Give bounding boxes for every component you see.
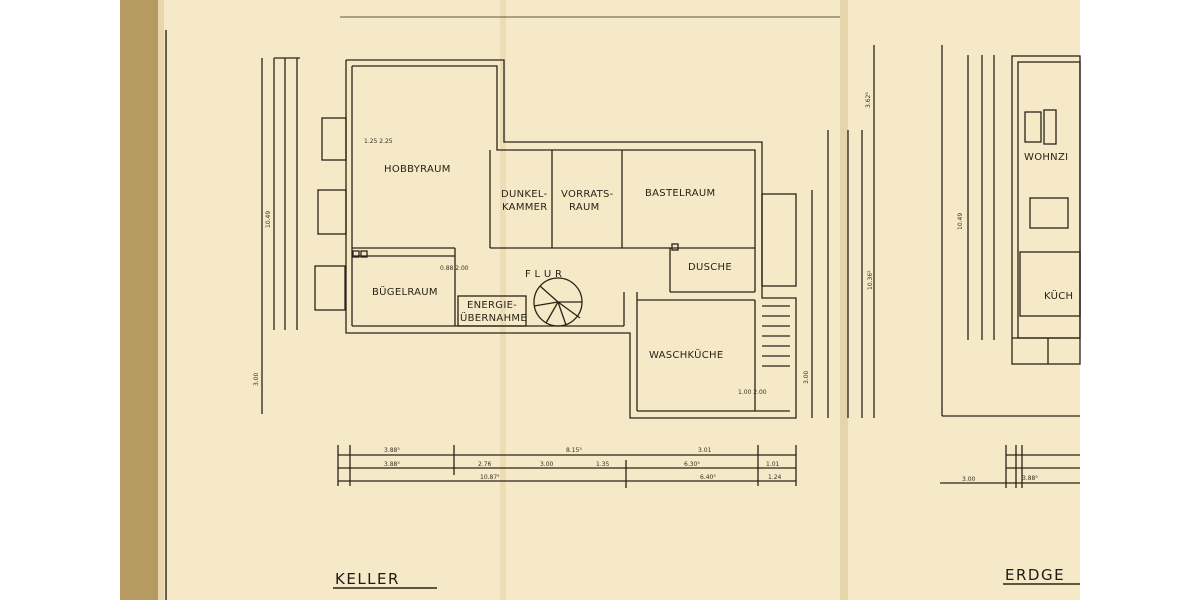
- dimension-text: 10.87⁵: [480, 474, 500, 481]
- dimension-text: 10.49: [265, 211, 272, 228]
- dimension-text: 3.00: [540, 461, 554, 468]
- dimension-text: 6.30⁵: [684, 461, 700, 468]
- fold-line: [500, 0, 506, 600]
- dimension-text: 1.35: [596, 461, 610, 468]
- dimension-text: 3.62⁵: [865, 92, 872, 108]
- dimension-text: 3.88⁵: [1022, 475, 1038, 482]
- room-label-dusche: DUSCHE: [688, 262, 732, 273]
- room-label-energie: ENERGIE-: [467, 300, 517, 311]
- dimension-text: 1.00 2.00: [738, 389, 767, 396]
- fabric-edge: [120, 0, 162, 600]
- room-label-vorratsraum: RAUM: [569, 202, 600, 213]
- dimension-text: 2.76: [478, 461, 492, 468]
- room-label-buegelraum: BÜGELRAUM: [372, 285, 438, 298]
- paper-edge: [158, 0, 164, 600]
- room-label-vorratsraum: VORRATS-: [561, 189, 614, 200]
- dimension-text: 3.88⁵: [384, 447, 400, 454]
- dimension-text: 1.01: [766, 461, 780, 468]
- dimension-text: 10.49: [957, 213, 964, 230]
- dimension-text: 3.01: [698, 447, 712, 454]
- dimension-text: 0.88 2.00: [440, 265, 469, 272]
- paper-sheet: [158, 0, 1080, 600]
- dimension-text: 8.15⁵: [566, 447, 582, 454]
- dimension-text: 10.36⁵: [867, 270, 874, 290]
- walls: [261, 16, 1081, 589]
- room-label-waschkueche: WASCHKÜCHE: [649, 348, 723, 361]
- dimension-text: 3.88⁵: [384, 461, 400, 468]
- plan-title: KELLER: [335, 570, 400, 588]
- dimension-text: 6.40⁵: [700, 474, 716, 481]
- fold-line: [840, 0, 848, 600]
- dimension-text: 3.00: [253, 372, 260, 386]
- room-label-hobbyraum: HOBBYRAUM: [384, 164, 451, 175]
- plan-title-second: ERDGE: [1005, 566, 1065, 584]
- dimension-text: 3.00: [803, 370, 810, 384]
- room-label-dunkelkammer: KAMMER: [502, 202, 548, 213]
- room-label-energie: ÜBERNAHME: [460, 311, 527, 324]
- dimension-text: 1.24: [768, 474, 782, 481]
- dimension-text: 3.00: [962, 476, 976, 483]
- room-label-flur: F L U R: [525, 269, 562, 280]
- room-label-kueche: KÜCH: [1044, 289, 1073, 302]
- dimension-text: 1.25 2.25: [364, 138, 393, 145]
- room-label-bastelraum: BASTELRAUM: [645, 188, 715, 199]
- room-label-dunkelkammer: DUNKEL-: [501, 189, 548, 200]
- room-label-wohnzimmer: WOHNZI: [1024, 152, 1068, 163]
